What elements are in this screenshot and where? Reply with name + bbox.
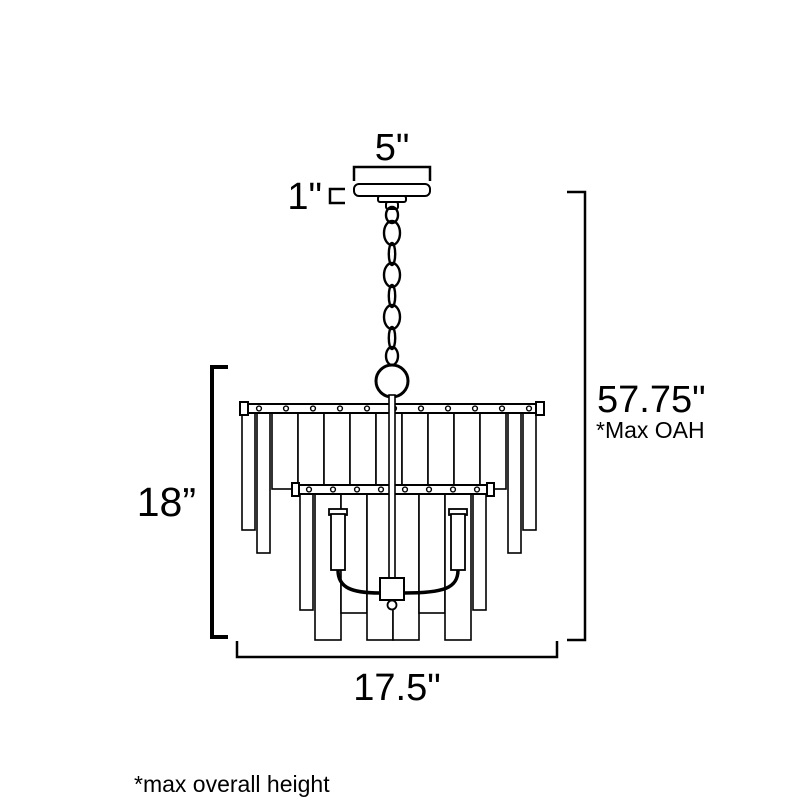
canopy-thickness-label: 1" <box>287 176 322 218</box>
candle-left <box>330 513 346 571</box>
dimension-body-width <box>235 641 559 659</box>
overall-height-note: *Max OAH <box>596 417 705 443</box>
dimension-body-height <box>210 365 228 639</box>
dimension-canopy-width <box>352 165 432 181</box>
lamp-arm-right <box>403 569 460 595</box>
body-height-bracket <box>210 365 228 639</box>
body-height-label: 18” <box>137 479 196 525</box>
lamp-assembly <box>328 508 468 611</box>
dimension-canopy-thickness <box>328 187 345 205</box>
center-finial <box>386 599 398 611</box>
canopy-thickness-bracket <box>328 187 345 205</box>
chain <box>382 205 402 367</box>
candle-right <box>450 513 466 571</box>
center-hub <box>379 577 405 601</box>
canopy <box>353 183 431 210</box>
lamp-arm-left <box>336 569 381 595</box>
footnote: *max overall height <box>134 771 330 797</box>
body-width-line <box>235 641 559 659</box>
hang-ring <box>374 363 410 399</box>
dimension-overall-height <box>567 190 587 642</box>
body-width-label: 17.5" <box>353 667 440 709</box>
canopy-width-bracket <box>352 165 432 181</box>
overall-height-line <box>567 190 587 642</box>
tier1-rivets <box>255 405 533 412</box>
canopy-width-label: 5" <box>375 127 410 169</box>
overall-height-label: 57.75" <box>597 379 706 421</box>
center-stem <box>388 394 396 585</box>
tier2-rivets <box>305 486 481 493</box>
